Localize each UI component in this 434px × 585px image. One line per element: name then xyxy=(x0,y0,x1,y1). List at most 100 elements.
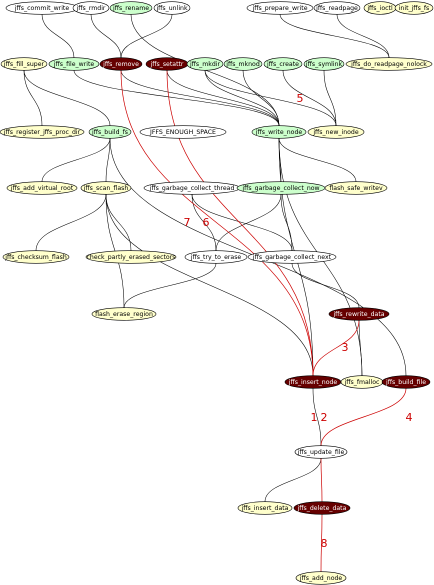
node-init_jffs_fs[interactable]: init_jffs_fs xyxy=(394,1,434,15)
node-ellipse[interactable] xyxy=(2,250,70,264)
node-jffs_file_write[interactable]: jffs_file_write xyxy=(48,57,100,71)
node-JFFS_ENOUGH_SPACE[interactable]: JFFS_ENOUGH_SPACE xyxy=(139,125,227,139)
node-ellipse[interactable] xyxy=(91,307,157,321)
edge-label-5: 5 xyxy=(297,92,304,105)
node-ellipse[interactable] xyxy=(139,125,227,139)
node-ellipse[interactable] xyxy=(251,125,307,139)
node-ellipse[interactable] xyxy=(295,571,347,585)
node-jffs_readpage[interactable]: jffs_readpage xyxy=(313,1,361,15)
node-label: jffs_mknod xyxy=(225,61,260,68)
node-ellipse[interactable] xyxy=(294,445,348,459)
edge-jffs_rewrite_data-to-jffs_fmalloc xyxy=(358,320,363,376)
node-ellipse[interactable] xyxy=(109,1,153,15)
edge-jffs_prepare_write-to-jffs_do_readpage_nolock xyxy=(279,14,390,58)
node-jffs_build_file[interactable]: jffs_build_file xyxy=(381,375,431,389)
node-ellipse[interactable] xyxy=(48,57,100,71)
node-jffs_write_node[interactable]: jffs_write_node xyxy=(251,125,307,139)
node-label: jffs_write_node xyxy=(255,129,303,136)
node-ellipse[interactable] xyxy=(324,181,388,195)
edge-label-1: 1 xyxy=(311,411,318,424)
node-jffs_rmdir[interactable]: jffs_rmdir xyxy=(72,1,110,15)
node-label: jffs_fmalloc xyxy=(344,379,381,386)
node-label: jffs_fill_super xyxy=(3,61,45,68)
node-jffs_mknod[interactable]: jffs_mknod xyxy=(223,57,263,71)
node-label: jffs_unlink xyxy=(155,5,188,12)
node-ellipse[interactable] xyxy=(328,307,390,321)
node-jffs_prepare_write[interactable]: jffs_prepare_write xyxy=(246,1,314,15)
node-jffs_new_inode[interactable]: jffs_new_inode xyxy=(307,125,365,139)
node-ellipse[interactable] xyxy=(85,250,177,264)
node-ellipse[interactable] xyxy=(0,57,48,71)
node-ellipse[interactable] xyxy=(0,125,85,139)
node-jffs_commit_write[interactable]: jffs_commit_write xyxy=(5,1,79,15)
node-jffs_garbage_collect_thread[interactable]: jffs_garbage_collect_thread xyxy=(143,181,241,195)
node-jffs_scan_flash[interactable]: jffs_scan_flash xyxy=(80,181,132,195)
node-label: jffs_symlink xyxy=(305,61,343,68)
node-label: jffs_delete_data xyxy=(297,505,347,512)
node-label: jffs_readpage xyxy=(315,5,358,12)
edge-jffs_build_fs-to-jffs_add_virtual_root xyxy=(41,138,111,182)
node-ellipse[interactable] xyxy=(313,1,361,15)
node-ellipse[interactable] xyxy=(72,1,110,15)
node-ellipse[interactable] xyxy=(223,57,263,71)
node-ellipse[interactable] xyxy=(247,250,337,264)
node-check_partly_erased_sectors[interactable]: check_partly_erased_sectors xyxy=(85,250,177,264)
edge-label-4: 4 xyxy=(406,411,413,424)
node-ellipse[interactable] xyxy=(246,1,314,15)
node-jffs_rename[interactable]: jffs_rename xyxy=(109,1,153,15)
node-jffs_rewrite_data[interactable]: jffs_rewrite_data xyxy=(328,307,390,321)
node-ellipse[interactable] xyxy=(381,375,431,389)
node-ellipse[interactable] xyxy=(237,501,293,515)
node-jffs_delete_data[interactable]: jffs_delete_data xyxy=(293,501,351,515)
edge-jffs_setattr-to-jffs_write_node xyxy=(166,70,280,126)
node-jffs_insert_node[interactable]: jffs_insert_node xyxy=(284,375,342,389)
node-label: jffs_mkdir xyxy=(189,61,221,68)
node-label: jffs_rmdir xyxy=(76,5,106,12)
node-jffs_checksum_flash[interactable]: jffs_checksum_flash xyxy=(2,250,70,264)
edge-jffs_unlink-to-jffs_remove xyxy=(120,14,173,58)
node-ellipse[interactable] xyxy=(263,57,303,71)
node-flash_erase_region[interactable]: flash_erase_region xyxy=(91,307,157,321)
node-ellipse[interactable] xyxy=(184,250,248,264)
node-jffs_add_virtual_root[interactable]: jffs_add_virtual_root xyxy=(6,181,78,195)
node-ellipse[interactable] xyxy=(186,57,224,71)
node-ellipse[interactable] xyxy=(99,57,143,71)
node-jffs_ioctl[interactable]: jffs_ioctl xyxy=(363,1,397,15)
node-label: jffs_rewrite_data xyxy=(332,311,384,318)
node-label: jffs_remove xyxy=(102,61,139,68)
node-jffs_create[interactable]: jffs_create xyxy=(263,57,303,71)
node-jffs_garbage_collect_next[interactable]: jffs_garbage_collect_next xyxy=(247,250,337,264)
node-label: jffs_build_fs xyxy=(91,129,128,136)
edge-jffs_readpage-to-jffs_do_readpage_nolock xyxy=(336,14,390,58)
node-jffs_mkdir[interactable]: jffs_mkdir xyxy=(186,57,224,71)
node-ellipse[interactable] xyxy=(293,501,351,515)
node-flash_safe_writev[interactable]: flash_safe_writev xyxy=(324,181,388,195)
node-ellipse[interactable] xyxy=(307,125,365,139)
node-jffs_try_to_erase[interactable]: jffs_try_to_erase xyxy=(184,250,248,264)
node-jffs_fmalloc[interactable]: jffs_fmalloc xyxy=(340,375,384,389)
node-jffs_insert_data[interactable]: jffs_insert_data xyxy=(237,501,293,515)
node-jffs_unlink[interactable]: jffs_unlink xyxy=(153,1,191,15)
node-jffs_fill_super[interactable]: jffs_fill_super xyxy=(0,57,48,71)
node-ellipse[interactable] xyxy=(303,57,345,71)
node-ellipse[interactable] xyxy=(345,57,433,71)
node-jffs_build_fs[interactable]: jffs_build_fs xyxy=(88,125,132,139)
node-label: jffs_commit_write xyxy=(14,5,70,12)
node-ellipse[interactable] xyxy=(394,1,434,15)
node-jffs_register_jffs_proc_dir[interactable]: jffs_register_jffs_proc_dir xyxy=(0,125,85,139)
node-jffs_do_readpage_nolock[interactable]: jffs_do_readpage_nolock xyxy=(345,57,433,71)
node-ellipse[interactable] xyxy=(6,181,78,195)
node-label: jffs_rename xyxy=(112,5,149,12)
node-label: JFFS_ENOUGH_SPACE xyxy=(149,129,216,136)
edge-jffs_commit_write-to-jffs_file_write xyxy=(41,14,75,58)
node-jffs_add_node[interactable]: jffs_add_node xyxy=(295,571,347,585)
node-ellipse[interactable] xyxy=(88,125,132,139)
node-jffs_update_file[interactable]: jffs_update_file xyxy=(294,445,348,459)
node-ellipse[interactable] xyxy=(80,181,132,195)
node-jffs_symlink[interactable]: jffs_symlink xyxy=(303,57,345,71)
node-ellipse[interactable] xyxy=(153,1,191,15)
edge-jffs_create-to-jffs_new_inode xyxy=(282,70,337,126)
node-jffs_setattr[interactable]: jffs_setattr xyxy=(145,57,189,71)
node-jffs_remove[interactable]: jffs_remove xyxy=(99,57,143,71)
node-jffs_garbage_collect_now[interactable]: jffs_garbage_collect_now xyxy=(236,181,326,195)
